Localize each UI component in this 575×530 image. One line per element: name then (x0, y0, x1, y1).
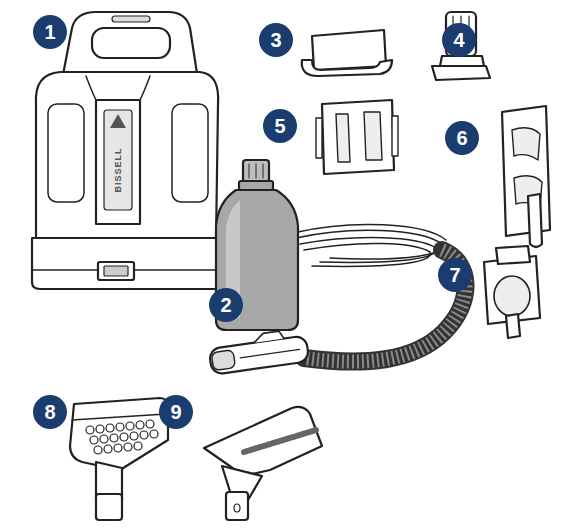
clip-hook (302, 60, 392, 76)
tool-head (70, 398, 168, 470)
cord-loop (296, 230, 443, 259)
hose-nozzle (208, 328, 310, 375)
bracket-hook (512, 128, 540, 160)
tool-brush (244, 430, 316, 452)
callout-number: 4 (442, 23, 476, 57)
tool-bristles (86, 420, 158, 454)
carry-handle (62, 12, 198, 80)
hose-clip (316, 100, 398, 174)
callout-circle (263, 109, 297, 143)
callout-number: 5 (263, 109, 297, 143)
clip-tabs (316, 116, 398, 158)
tool-bracket (502, 106, 550, 247)
clip-inner (336, 112, 382, 162)
tool-edge (72, 414, 166, 420)
stain-tool (70, 398, 168, 520)
nozzle-tip (211, 350, 235, 371)
callout-circle (159, 395, 193, 429)
knob-lever (432, 66, 490, 80)
tool-stem (226, 492, 248, 520)
clip-body (484, 256, 540, 324)
callout-circle (33, 15, 67, 49)
handle-opening (92, 28, 170, 58)
callout-circle (33, 395, 67, 429)
bottle-cap (243, 160, 269, 182)
bracket-plate (502, 106, 550, 236)
callout-circle (445, 121, 479, 155)
knob-base (440, 56, 484, 66)
callout-number: 8 (33, 395, 67, 429)
callout-circle (209, 288, 243, 322)
cap-ridges (256, 164, 257, 178)
side-recess (172, 104, 208, 202)
handle-grip (112, 16, 150, 22)
power-cord (296, 224, 446, 266)
base-slot (98, 262, 134, 280)
bottle-neck (239, 181, 273, 190)
nozzle-trigger (253, 331, 284, 343)
callout-number: 7 (438, 258, 472, 292)
side-recess (48, 104, 84, 202)
clip-ring (494, 276, 530, 316)
accessory-clip (302, 30, 392, 76)
bracket-latch (528, 194, 542, 247)
cord-loop (298, 224, 446, 240)
base-slot-inner (104, 266, 128, 276)
callout-number: 2 (209, 288, 243, 322)
tool-stem (96, 494, 122, 520)
front-panel (96, 100, 140, 224)
clip-frame (322, 100, 394, 174)
clip-top (496, 246, 530, 264)
cord-loop (304, 243, 430, 266)
callout-number: 3 (259, 23, 293, 57)
nozzle-clip (484, 246, 540, 338)
callout-number: 9 (159, 395, 193, 429)
cord-loop (300, 238, 436, 263)
callout-number: 1 (33, 15, 67, 49)
stem-hole (234, 504, 240, 512)
spot-cleaner (32, 12, 222, 289)
cap-ridges (263, 164, 264, 178)
brand-logo: BISSELL (111, 135, 125, 205)
clip-back (312, 30, 386, 70)
clip-prong (506, 314, 520, 338)
callout-number: 6 (445, 121, 479, 155)
cleaner-body (36, 72, 218, 240)
cleaner-base (32, 238, 222, 289)
cap-ridges (249, 164, 250, 178)
nozzle-seam (240, 349, 299, 357)
upholstery-tool (204, 407, 322, 520)
logo-plate (104, 110, 132, 210)
front-shoulder (86, 76, 150, 100)
callout-circle (259, 23, 293, 57)
knob (432, 12, 490, 80)
callout-circle (438, 258, 472, 292)
logo-triangle (110, 114, 126, 128)
callout-circle (442, 23, 476, 57)
callout-markers (33, 15, 479, 429)
